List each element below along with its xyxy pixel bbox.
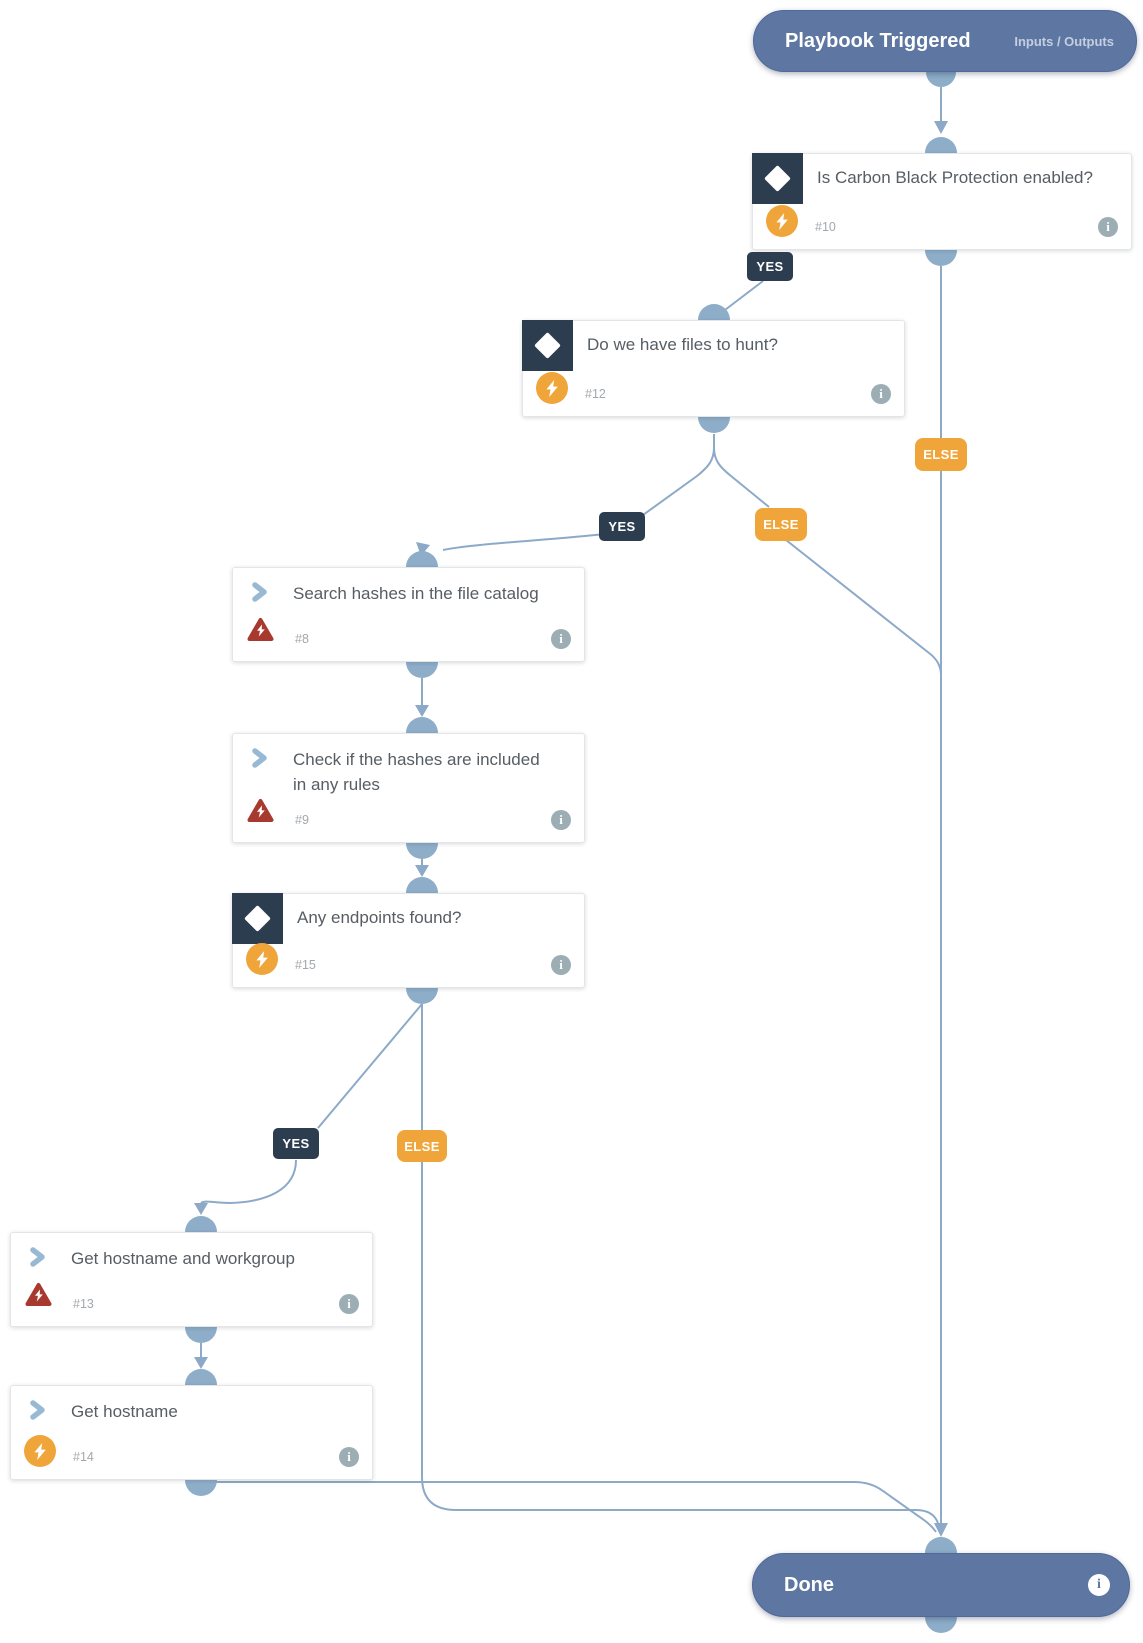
branch-badge-else[interactable]: ELSE (915, 438, 967, 471)
info-icon[interactable] (871, 384, 891, 404)
branch-badge-yes[interactable]: YES (273, 1128, 319, 1159)
info-icon[interactable] (1098, 217, 1118, 237)
connector-line (201, 1481, 937, 1533)
branch-badge-yes[interactable]: YES (747, 252, 793, 281)
arrowhead (194, 1203, 208, 1215)
alert-bolt-icon (247, 617, 274, 647)
node-title: Get hostname (71, 1402, 178, 1421)
chevron-right-icon (247, 746, 271, 770)
connector-line (421, 1004, 939, 1524)
branch-badge-else[interactable]: ELSE (397, 1130, 447, 1162)
arrowhead (415, 705, 429, 717)
node-title: Get hostname and workgroup (71, 1249, 295, 1268)
end-node-label: Done (784, 1573, 834, 1596)
alert-bolt-icon (247, 798, 274, 828)
node-number: #8 (295, 632, 309, 646)
chevron-right-icon (25, 1245, 49, 1269)
playbook-end-node[interactable]: Done (752, 1553, 1130, 1617)
node-title: Any endpoints found? (297, 908, 462, 927)
branch-badge-yes[interactable]: YES (599, 512, 645, 541)
info-icon[interactable] (339, 1294, 359, 1314)
node-title: Do we have files to hunt? (587, 335, 778, 354)
node-number: #13 (73, 1297, 94, 1311)
playbook-start-node[interactable]: Playbook Triggered Inputs / Outputs (753, 10, 1137, 72)
chevron-right-icon (247, 580, 271, 604)
connector-line (317, 1003, 423, 1129)
decision-diamond-icon (232, 893, 283, 944)
info-icon[interactable] (551, 629, 571, 649)
connector-line (642, 434, 715, 516)
node-number: #14 (73, 1450, 94, 1464)
info-icon[interactable] (551, 810, 571, 830)
connector-arrowheads (194, 121, 948, 1537)
node-number: #15 (295, 958, 316, 972)
connector-line (713, 434, 770, 508)
node-title: Is Carbon Black Protection enabled? (817, 168, 1093, 187)
alert-bolt-icon (25, 1282, 52, 1312)
node-number: #9 (295, 813, 309, 827)
arrowhead (934, 121, 948, 134)
node-number: #12 (585, 387, 606, 401)
info-icon[interactable] (1088, 1574, 1110, 1596)
connector-line (720, 280, 764, 314)
chevron-right-icon (25, 1398, 49, 1422)
node-number: #10 (815, 220, 836, 234)
connector-line (200, 1159, 297, 1205)
connector-line (785, 539, 942, 676)
info-icon[interactable] (551, 955, 571, 975)
node-title: Check if the hashes are included in any … (293, 750, 540, 794)
bolt-icon (536, 372, 568, 404)
arrowhead (415, 865, 429, 877)
decision-diamond-icon (752, 153, 803, 204)
node-card-12[interactable]: Do we have files to hunt? #12 (522, 320, 905, 417)
decision-diamond-icon (522, 320, 573, 371)
node-card-8[interactable]: Search hashes in the file catalog #8 (232, 567, 585, 662)
node-card-14[interactable]: Get hostname #14 (10, 1385, 373, 1480)
arrowhead (416, 542, 430, 556)
branch-badge-else[interactable]: ELSE (755, 508, 807, 541)
inputs-outputs-link[interactable]: Inputs / Outputs (1014, 33, 1114, 49)
info-icon[interactable] (339, 1447, 359, 1467)
node-card-10[interactable]: Is Carbon Black Protection enabled? #10 (752, 153, 1132, 250)
arrowhead (934, 1523, 948, 1537)
node-card-9[interactable]: Check if the hashes are included in any … (232, 733, 585, 843)
bolt-icon (24, 1435, 56, 1467)
bolt-icon (766, 205, 798, 237)
start-node-label: Playbook Triggered (785, 29, 971, 52)
node-card-13[interactable]: Get hostname and workgroup #13 (10, 1232, 373, 1327)
bolt-icon (246, 943, 278, 975)
node-card-15[interactable]: Any endpoints found? #15 (232, 893, 585, 988)
connector-line (442, 533, 606, 551)
node-title: Search hashes in the file catalog (293, 584, 539, 603)
connector-lines (200, 87, 942, 1533)
arrowhead (194, 1357, 208, 1369)
